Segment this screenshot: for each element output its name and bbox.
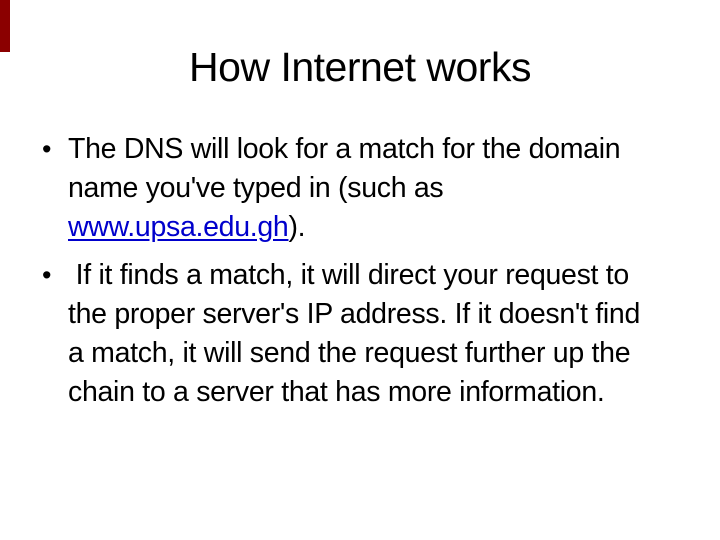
bullet-text-before-link: The DNS will look for a match for the do… <box>68 133 621 204</box>
accent-bar <box>0 0 10 52</box>
bullet-item-match: • If it finds a match, it will direct yo… <box>42 256 698 412</box>
bullet-text-match: If it finds a match, it will direct your… <box>68 259 640 408</box>
bullet-icon: • <box>42 260 52 290</box>
slide-body: • The DNS will look for a match for the … <box>42 130 698 412</box>
slide-title: How Internet works <box>189 44 531 90</box>
bullet-item-dns: • The DNS will look for a match for the … <box>42 130 698 247</box>
bullet-text-after-link: ). <box>288 211 306 243</box>
bullet-text-dns: The DNS will look for a match for the do… <box>68 130 698 247</box>
upsa-hyperlink[interactable]: www.upsa.edu.gh <box>68 211 289 243</box>
bullet-icon: • <box>42 134 52 164</box>
